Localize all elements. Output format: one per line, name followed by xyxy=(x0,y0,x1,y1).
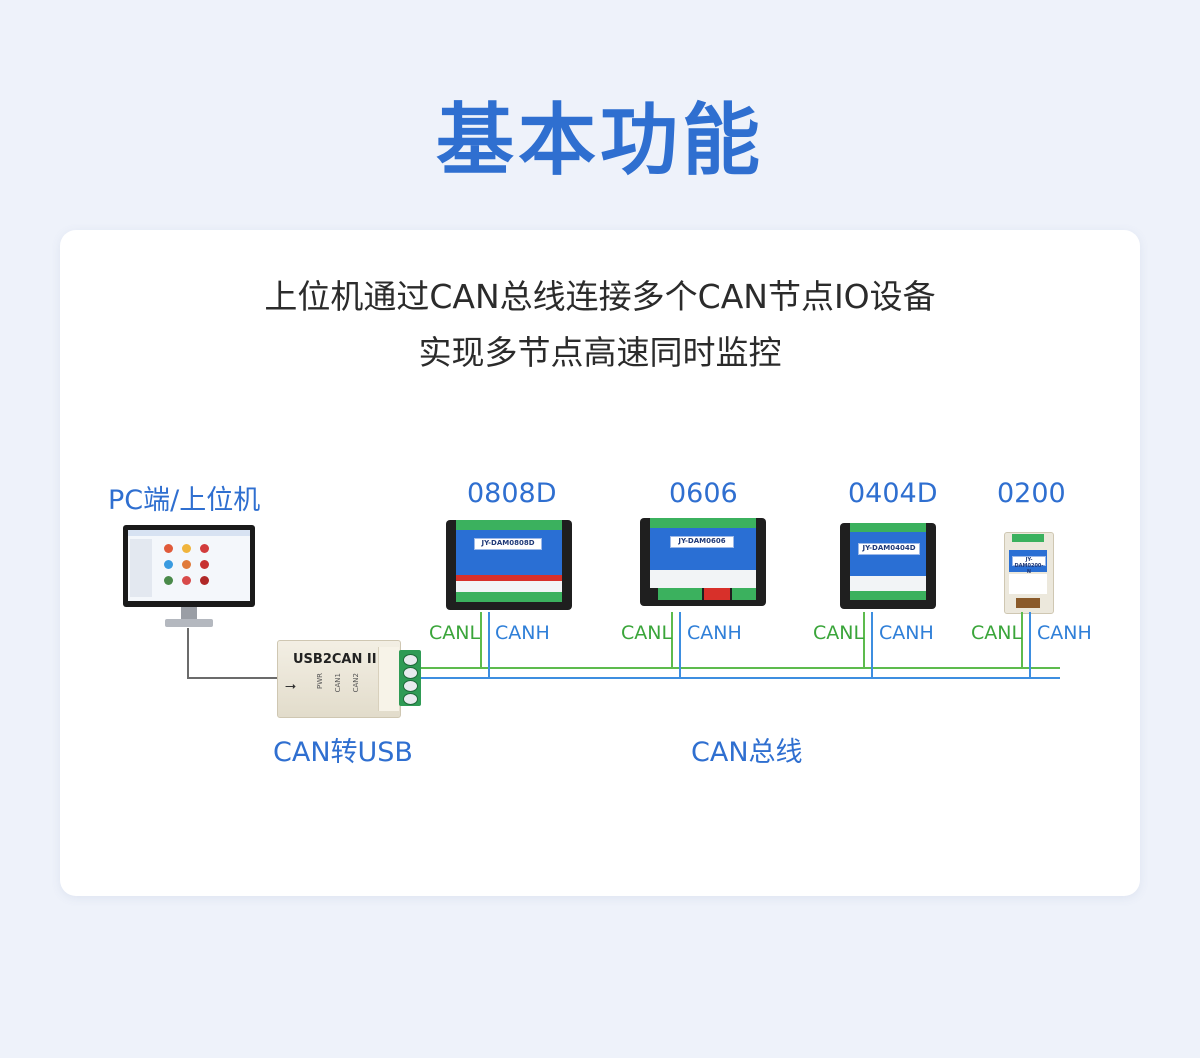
node-device-text: JY-DAM0606 xyxy=(670,536,734,548)
pc-label: PC端/上位机 xyxy=(108,485,261,516)
node-name: 0200 xyxy=(997,478,1066,509)
diagram-card: 上位机通过CAN总线连接多个CAN节点IO设备 实现多节点高速同时监控 PC端/… xyxy=(60,230,1140,896)
canl-label: CANL xyxy=(971,622,1023,644)
subtitle-line-1: 上位机通过CAN总线连接多个CAN节点IO设备 xyxy=(264,277,936,316)
led-label-can2: CAN2 xyxy=(352,673,360,693)
led-label-can1: CAN1 xyxy=(334,673,342,693)
converter-caption: CAN转USB xyxy=(273,737,413,768)
io-module-0808d: JY-DAM0808D xyxy=(446,520,572,610)
node-device-text: JY-DAM0200-N xyxy=(1012,556,1046,575)
canl-label: CANL xyxy=(429,622,481,644)
page-title: 基本功能 xyxy=(435,96,764,186)
io-module-0404d: JY-DAM0404D xyxy=(840,523,936,611)
canh-label: CANH xyxy=(495,622,550,644)
io-module-0200: JY-DAM0200-N xyxy=(1004,532,1054,614)
node-name: 0808D xyxy=(467,478,557,509)
converter-terminal-block xyxy=(399,650,421,706)
converter-device-text: USB2CAN II xyxy=(293,652,377,667)
canh-bus-line xyxy=(420,677,1060,679)
node-name: 0404D xyxy=(848,478,938,509)
node-device-text: JY-DAM0404D xyxy=(858,543,920,555)
canl-label: CANL xyxy=(813,622,865,644)
canh-label: CANH xyxy=(879,622,934,644)
canh-label: CANH xyxy=(687,622,742,644)
canh-label: CANH xyxy=(1037,622,1092,644)
canl-bus-line xyxy=(420,667,1060,669)
subtitle-line-2: 实现多节点高速同时监控 xyxy=(418,333,782,372)
usb-icon: ⭢ xyxy=(285,678,297,694)
led-label-pwr: PWR xyxy=(316,673,324,690)
node-name: 0606 xyxy=(669,478,738,509)
pc-monitor-icon xyxy=(123,525,255,635)
io-module-0606: JY-DAM0606 xyxy=(640,518,766,610)
node-device-text: JY-DAM0808D xyxy=(474,538,542,550)
canl-label: CANL xyxy=(621,622,673,644)
usb2can-converter: USB2CAN II ⭢ PWR CAN1 CAN2 xyxy=(277,640,401,718)
bus-caption: CAN总线 xyxy=(691,737,803,768)
